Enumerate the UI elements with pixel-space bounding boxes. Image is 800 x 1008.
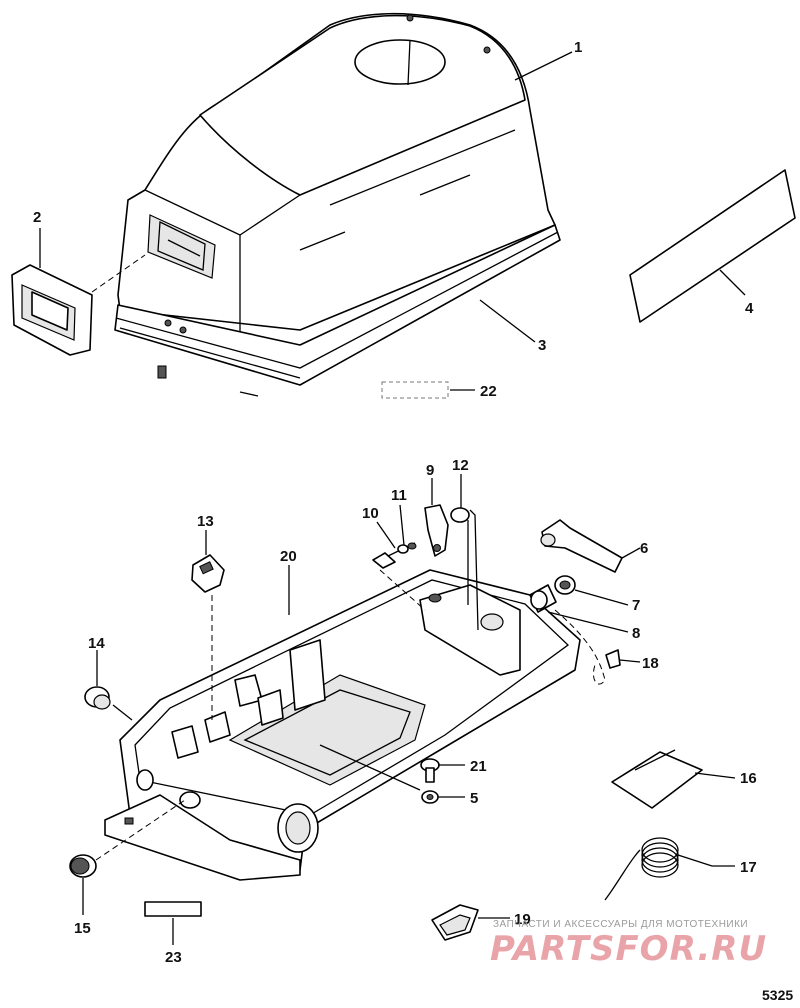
part-23-placeholder [144,901,202,917]
part-17-spring [604,837,713,901]
callout-23: 23 [165,949,182,966]
callout-18: 18 [642,655,659,672]
callout-3: 3 [538,337,546,354]
callout-13: 13 [197,513,214,530]
part-14-grommet [84,686,133,721]
callout-9: 9 [426,462,434,479]
leader-lines [39,51,746,945]
callout-1: 1 [574,39,582,56]
callout-11: 11 [391,487,407,504]
part-7-bushing [554,575,576,595]
grommet-part [11,254,146,356]
watermark: ЗАПЧАСТИ И АКСЕССУАРЫ ДЛЯ МОТОТЕХНИКИ PA… [490,919,767,969]
callout-15: 15 [74,920,91,937]
watermark-brand: PARTSFOR.RU [490,929,767,969]
callout-7: 7 [632,597,640,614]
callout-16: 16 [740,770,757,787]
decal-part [629,169,796,323]
part-8-sleeve [529,584,606,685]
part-6-lever [540,519,623,573]
part-12-ring [450,507,479,631]
cowl-seal-part [114,224,561,397]
callout-19: 19 [514,911,531,928]
callout-10: 10 [362,505,379,522]
part-15-plug [69,799,186,878]
callout-8: 8 [632,625,640,642]
part-22-placeholder [381,381,449,399]
callout-12: 12 [452,457,469,474]
bottom-cowl-part [104,569,581,881]
part-5-nut [319,744,439,804]
callout-14: 14 [88,635,105,652]
callout-17: 17 [740,859,757,876]
callout-22: 22 [480,383,497,400]
part-11-washer [397,542,417,554]
callout-4: 4 [745,300,754,317]
watermark-tagline: ЗАПЧАСТИ И АКСЕССУАРЫ ДЛЯ МОТОТЕХНИКИ [493,919,748,930]
callout-21: 21 [470,758,487,775]
top-cowl-part [117,12,556,350]
part-18-clip [605,649,621,669]
part-16-pad [611,749,703,809]
part-9-latch [424,504,449,557]
part-21-screw [420,758,440,783]
callout-labels: 1 2 3 4 5 6 7 8 9 10 11 12 13 14 15 16 1… [33,39,757,966]
part-13-plug [191,554,225,720]
callout-20: 20 [280,548,297,565]
drawing-number: 5325 [762,987,793,1003]
callout-2: 2 [33,209,41,226]
part-19-clip [431,904,479,941]
callout-5: 5 [470,790,478,807]
callout-6: 6 [640,540,648,557]
